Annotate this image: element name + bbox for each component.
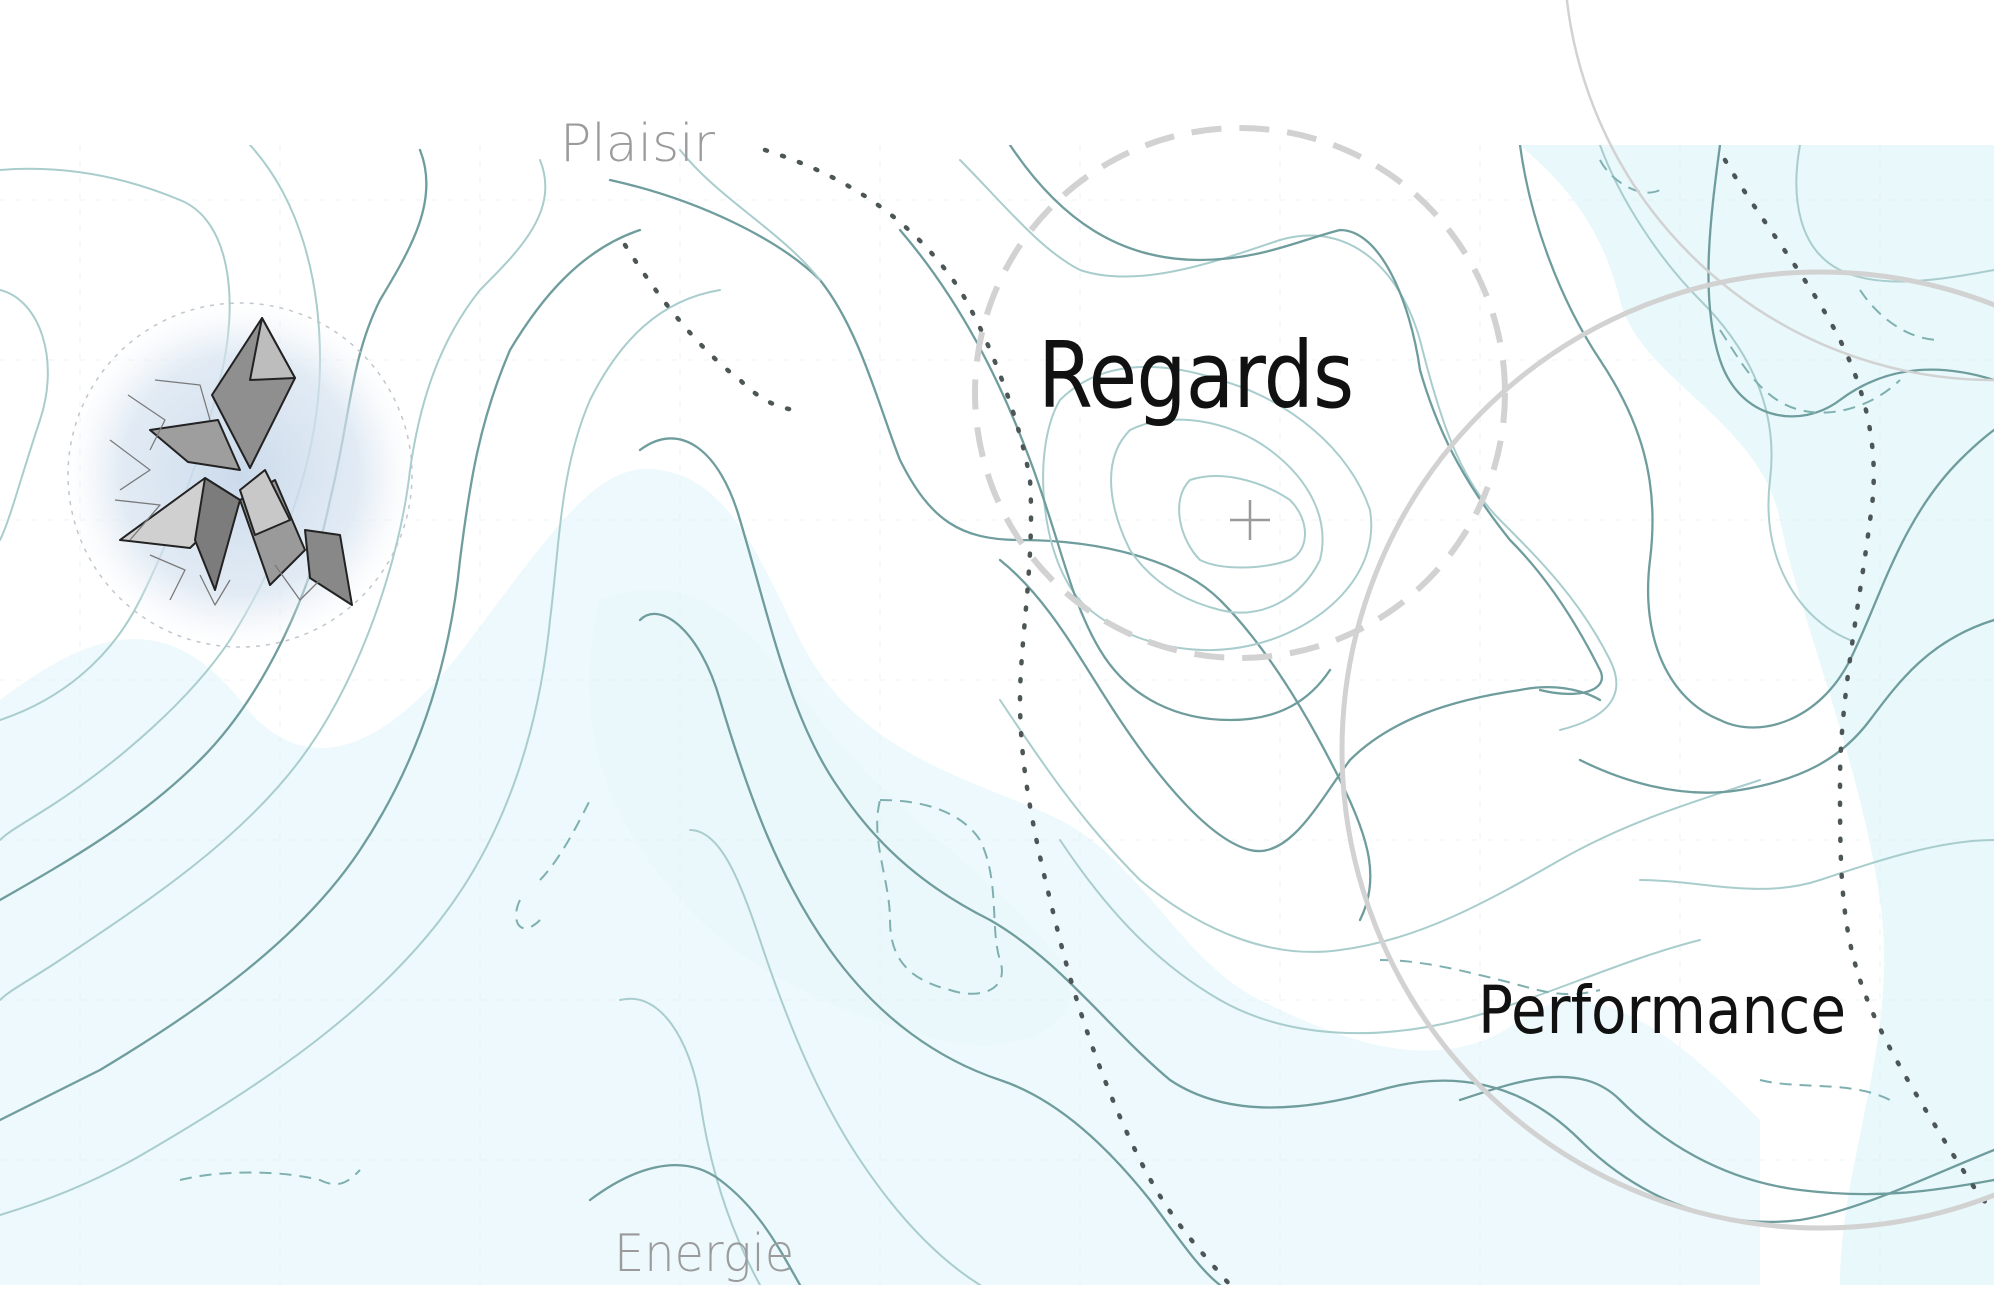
depression-contour bbox=[1379, 959, 1601, 996]
contour-line bbox=[959, 159, 1618, 731]
performance-label: Performance bbox=[1478, 972, 1847, 1049]
contour-line bbox=[1458, 1075, 1994, 1196]
depression-contour bbox=[1759, 1079, 1891, 1101]
contour-line bbox=[0, 289, 49, 541]
contour-line bbox=[1042, 365, 1373, 651]
depression-contour bbox=[515, 799, 591, 930]
contour-lines-center bbox=[588, 145, 1994, 1285]
plaisir-label: Plaisir bbox=[560, 114, 716, 174]
contour-line bbox=[1008, 145, 1603, 696]
contour-line bbox=[998, 558, 1602, 853]
contour-line bbox=[1578, 618, 1994, 794]
contour-line bbox=[1707, 145, 1994, 418]
regards-label: Regards bbox=[1038, 322, 1354, 429]
contour-line bbox=[1639, 839, 1994, 890]
contour-line bbox=[1518, 145, 1994, 729]
dotted-trails bbox=[622, 147, 1994, 1285]
contour-line bbox=[679, 149, 821, 281]
water-zone-right bbox=[1520, 145, 1994, 1285]
crystal-cluster-icon bbox=[67, 302, 413, 648]
contour-line bbox=[0, 228, 642, 1122]
contour-line bbox=[999, 699, 1761, 953]
contour-line bbox=[619, 997, 761, 1285]
contour-line bbox=[898, 228, 1332, 722]
depression-contour bbox=[1599, 159, 1661, 194]
summit-cross-icon bbox=[1230, 500, 1270, 540]
contour-line bbox=[638, 612, 1222, 1285]
contour-line bbox=[588, 1164, 802, 1285]
depression-contour bbox=[1859, 289, 1941, 341]
energie-label: Energie bbox=[614, 1224, 795, 1284]
trail-plaisir bbox=[762, 147, 1233, 1285]
contour-line bbox=[1178, 475, 1306, 569]
contour-line bbox=[1110, 418, 1324, 614]
contour-line bbox=[1059, 839, 1701, 1035]
water-zone-center bbox=[589, 589, 1071, 1046]
contour-line bbox=[689, 829, 981, 1285]
contour-lines-east bbox=[1458, 145, 1994, 1196]
depression-contour bbox=[876, 799, 1003, 995]
contour-line bbox=[0, 159, 547, 1001]
performance-zone-circle bbox=[1339, 269, 1994, 1231]
contour-lines-dashed bbox=[179, 159, 1941, 1186]
contour-line bbox=[0, 289, 721, 1216]
trail-plaisir-branch bbox=[622, 242, 803, 413]
depression-contour bbox=[179, 1169, 361, 1186]
